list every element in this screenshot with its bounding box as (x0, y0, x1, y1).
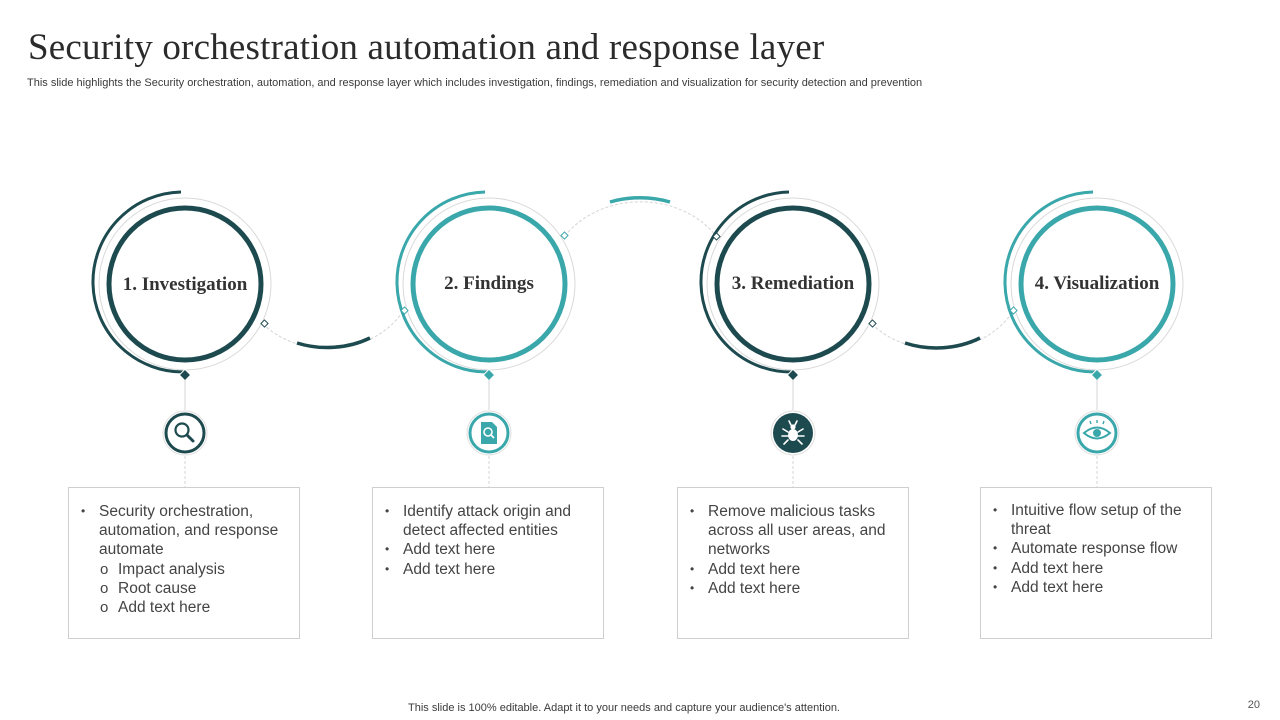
diamond-marker (178, 368, 192, 382)
footer-note: This slide is 100% editable. Adapt it to… (408, 702, 840, 714)
list-item: Add text here (993, 578, 1199, 597)
diamond-marker (560, 231, 569, 240)
stage-circle-findings (395, 190, 576, 487)
connector-grey-3 (871, 310, 1014, 350)
diamond-marker (260, 319, 269, 328)
diamond-marker (1090, 368, 1104, 382)
diamond-marker (786, 368, 800, 382)
connector-accent-2 (609, 195, 671, 204)
list-item: Identify attack origin and detect affect… (385, 502, 591, 540)
stage-title-remediation: 3. Remediation (731, 273, 855, 294)
diamond-marker (868, 319, 877, 328)
text-box-findings: Identify attack origin and detect affect… (372, 487, 604, 639)
list-item: Add text here (993, 559, 1199, 578)
list-item: Add text here (690, 579, 896, 598)
list-item: Add text here (690, 560, 896, 579)
magnifier-icon (174, 422, 195, 443)
text-box-investigation: Security orchestration, automation, and … (68, 487, 300, 639)
diamond-marker (712, 232, 721, 241)
stage-circle-investigation (91, 190, 272, 487)
list-item: Add text here (385, 540, 591, 559)
sub-list-item: Impact analysis (99, 560, 287, 579)
list-item: Intuitive flow setup of the threat (993, 501, 1199, 539)
bug-gear-icon (781, 420, 805, 445)
sub-list-item: Root cause (99, 579, 287, 598)
stage-circle-visualization (1003, 190, 1184, 487)
text-box-visualization: Intuitive flow setup of the threat Autom… (980, 487, 1212, 639)
diamond-marker (1009, 306, 1018, 315)
stage-title-investigation: 1. Investigation (122, 274, 248, 295)
sub-list-item: Add text here (99, 598, 287, 617)
page-number: 20 (1247, 699, 1260, 711)
diamond-marker (400, 306, 409, 315)
document-search-icon (481, 422, 497, 444)
connector-arcs (262, 195, 1014, 350)
list-item: Remove malicious tasks across all user a… (690, 502, 896, 560)
connector-grey-2 (564, 201, 717, 237)
connector-grey-1 (262, 310, 404, 350)
connector-accent-1 (296, 336, 371, 350)
connector-accent-3 (904, 336, 981, 350)
stage-title-findings: 2. Findings (444, 273, 534, 294)
list-item: Automate response flow (993, 539, 1199, 558)
list-item: Add text here (385, 560, 591, 579)
text-box-remediation: Remove malicious tasks across all user a… (677, 487, 909, 639)
slide-title: Security orchestration automation and re… (28, 27, 825, 68)
eye-icon (1082, 420, 1112, 440)
stage-title-visualization: 4. Visualization (1034, 273, 1160, 294)
diamond-marker (482, 368, 496, 382)
slide-subtitle: This slide highlights the Security orche… (27, 77, 923, 89)
list-item: Security orchestration, automation, and … (81, 502, 287, 560)
stage-circle-remediation (699, 190, 880, 487)
